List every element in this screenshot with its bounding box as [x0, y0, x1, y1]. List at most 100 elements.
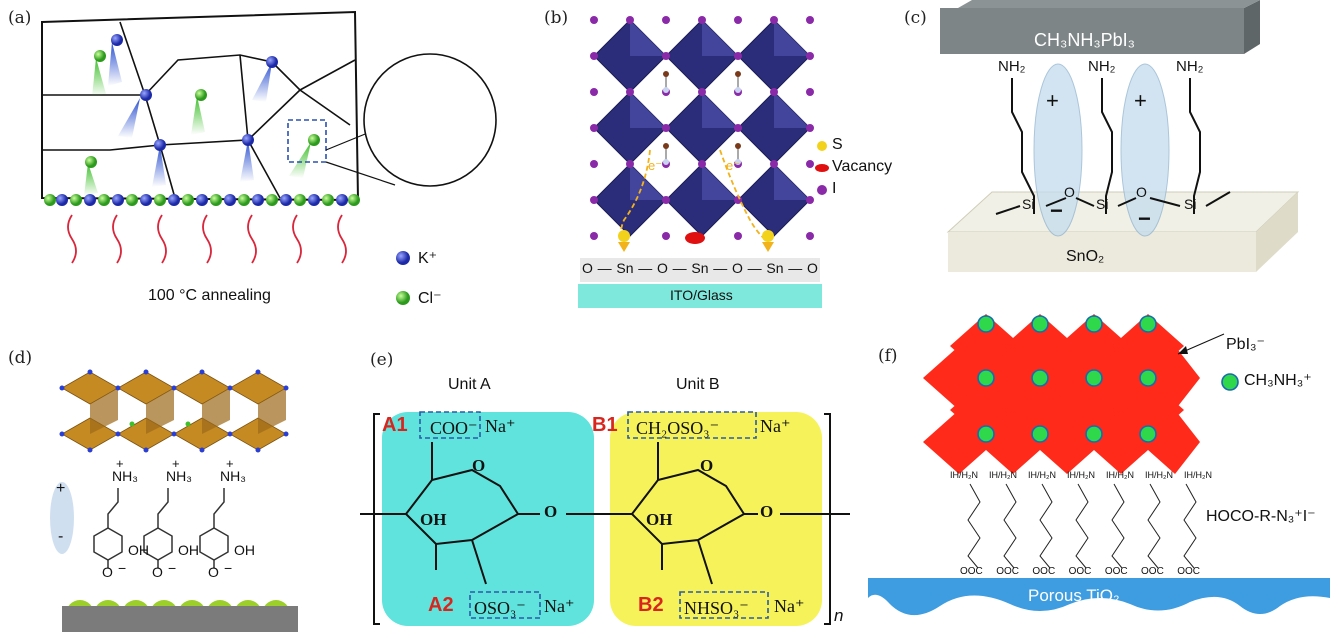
oxygen-label-1: O [1064, 184, 1075, 200]
tag-b1: B1 [592, 414, 618, 436]
dipole-minus-2: − [1138, 206, 1151, 231]
iodide-legend-icon [817, 185, 827, 195]
sno2-label: SnO₂ [1066, 248, 1105, 265]
nh3-plus-3: + [226, 456, 234, 471]
ring-o-a: O [472, 456, 486, 475]
panel-d: (d) [0, 330, 310, 638]
panel-a: (a) [0, 0, 497, 320]
panel-d-substrate [62, 606, 298, 632]
vacancy-legend-label: Vacancy [832, 158, 893, 175]
unit-b-label: Unit B [676, 376, 720, 393]
tag-a2: A2 [428, 594, 454, 616]
carboxyl-label: OOC [996, 566, 1019, 577]
perovskite-slab [940, 8, 1244, 54]
nh3-label-2: NH₃ [166, 468, 192, 484]
oh-label-3: OH [234, 542, 255, 558]
cl-legend-icon [396, 291, 410, 305]
electron-label-1: e⁻ [648, 158, 663, 173]
a1-group: COO⁻ [430, 418, 478, 438]
amine-label: IH/H₂N [989, 470, 1017, 480]
o-minus-3: − [224, 560, 233, 576]
unit-a-box [382, 412, 594, 626]
sulfur-legend-label: S [832, 136, 843, 153]
a2-counterion: Na⁺ [544, 596, 575, 616]
panel-f: (f) PbI₃⁻ CH₃NH₃⁺ HOCO-R-N₃⁺I⁻ IH [860, 306, 1339, 638]
panel-e-diagram [360, 411, 850, 626]
amine-label-1: NH₂ [998, 58, 1026, 75]
carboxyl-label: OOC [1068, 566, 1092, 577]
chain-atom: O [657, 260, 668, 276]
pbi-label: PbI₃⁻ [1226, 336, 1265, 353]
panel-c-diagram [940, 0, 1300, 272]
linker-label: HOCO-R-N₃⁺I⁻ [1206, 508, 1316, 525]
annealing-label: 100 °C annealing [148, 287, 271, 304]
nh3-label-1: NH₃ [112, 468, 138, 484]
unit-b-box [610, 412, 822, 626]
oxygen-label-2: O [1136, 184, 1147, 200]
panel-b: (b) [530, 0, 950, 320]
chain-atom: O [807, 260, 818, 276]
chain-atom: O [582, 260, 593, 276]
sno2-slab [948, 232, 1256, 272]
repeat-n: n [834, 606, 844, 625]
amine-label: IH/H₂N [1145, 470, 1173, 480]
amine-row: IH/H₂N IH/H₂N IH/H₂N IH/H₂N IH/H₂N IH/H₂… [950, 470, 1212, 480]
nh3-label-3: NH₃ [220, 468, 246, 484]
panel-d-diagram [50, 369, 298, 632]
si-label-2: Si [1096, 196, 1109, 212]
cation-legend-label: CH₃NH₃⁺ [1244, 372, 1312, 389]
amine-label: IH/H₂N [1184, 470, 1212, 480]
nh3-plus-1: + [116, 456, 124, 471]
oh-b: OH [646, 510, 673, 529]
tag-a1: A1 [382, 414, 408, 436]
ito-substrate [578, 284, 822, 308]
panel-b-diagram [578, 16, 829, 308]
amine-label: IH/H₂N [1067, 470, 1095, 480]
panel-a-label: (a) [8, 8, 32, 28]
amine-label: IH/H₂N [950, 470, 978, 480]
chain-atom: Sn [766, 260, 784, 276]
si-label-3: Si [1184, 196, 1197, 212]
k-legend-icon [396, 251, 410, 265]
o-label-3: O [208, 564, 219, 580]
amine-label-3: NH₂ [1176, 58, 1204, 75]
carboxyl-label: OOC [1177, 566, 1200, 577]
panel-c: (c) CH₃NH₃PbI₃ NH₂ NH₂ NH₂ + + Si Si Si … [900, 0, 1339, 320]
vacancy-legend-icon [815, 164, 829, 172]
bridge-o-2: O [760, 502, 774, 521]
electron-label-2: e⁻ [726, 158, 741, 173]
carboxyl-label: OOC [960, 566, 983, 577]
panel-c-label: (c) [904, 8, 927, 28]
perovskite-label: CH₃NH₃PbI₃ [1034, 30, 1136, 50]
dipole-plus-2: + [1134, 88, 1147, 113]
panel-f-diagram [868, 314, 1330, 616]
ring-o-b: O [700, 456, 714, 475]
chain-atom: Sn [691, 260, 709, 276]
panel-d-label: (d) [8, 348, 33, 368]
panel-f-label: (f) [878, 346, 898, 366]
b2-counterion: Na⁺ [774, 596, 805, 616]
oh-label-2: OH [178, 542, 199, 558]
sulfur-legend-icon [817, 141, 827, 151]
tag-b2: B2 [638, 594, 664, 616]
dipole-plus-1: + [1046, 88, 1059, 113]
b1-group: CH₂OSO₃⁻ [636, 418, 720, 438]
si-label-1: Si [1022, 196, 1035, 212]
amine-label: IH/H₂N [1106, 470, 1134, 480]
ito-label: ITO/Glass [670, 287, 733, 303]
b2-group: NHSO₃⁻ [684, 598, 749, 618]
a1-counterion: Na⁺ [485, 416, 516, 436]
a2-group: OSO₃⁻ [474, 598, 526, 618]
carboxyl-label: OOC [1032, 566, 1056, 577]
o-label-2: O [152, 564, 163, 580]
chain-atom: O [732, 260, 743, 276]
o-minus-2: − [168, 560, 177, 576]
bridge-o-1: O [544, 502, 558, 521]
dipole-minus-1: − [1050, 198, 1063, 223]
panel-a-diagram [41, 10, 497, 305]
k-legend-label: K⁺ [418, 250, 438, 267]
cation-legend-icon [1221, 373, 1239, 391]
cl-legend-label: Cl⁻ [418, 290, 442, 307]
o-minus-1: − [118, 560, 127, 576]
dipole-plus-label: + [56, 480, 66, 497]
